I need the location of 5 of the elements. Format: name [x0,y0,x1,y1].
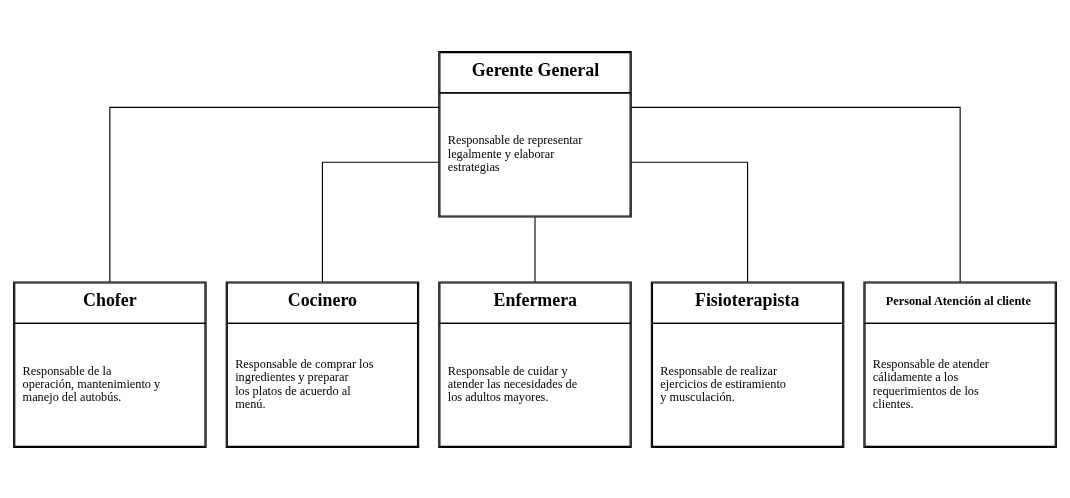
connector [534,216,536,282]
connector [630,161,749,282]
connector [109,106,440,282]
connector [321,161,440,282]
connector [630,106,961,282]
